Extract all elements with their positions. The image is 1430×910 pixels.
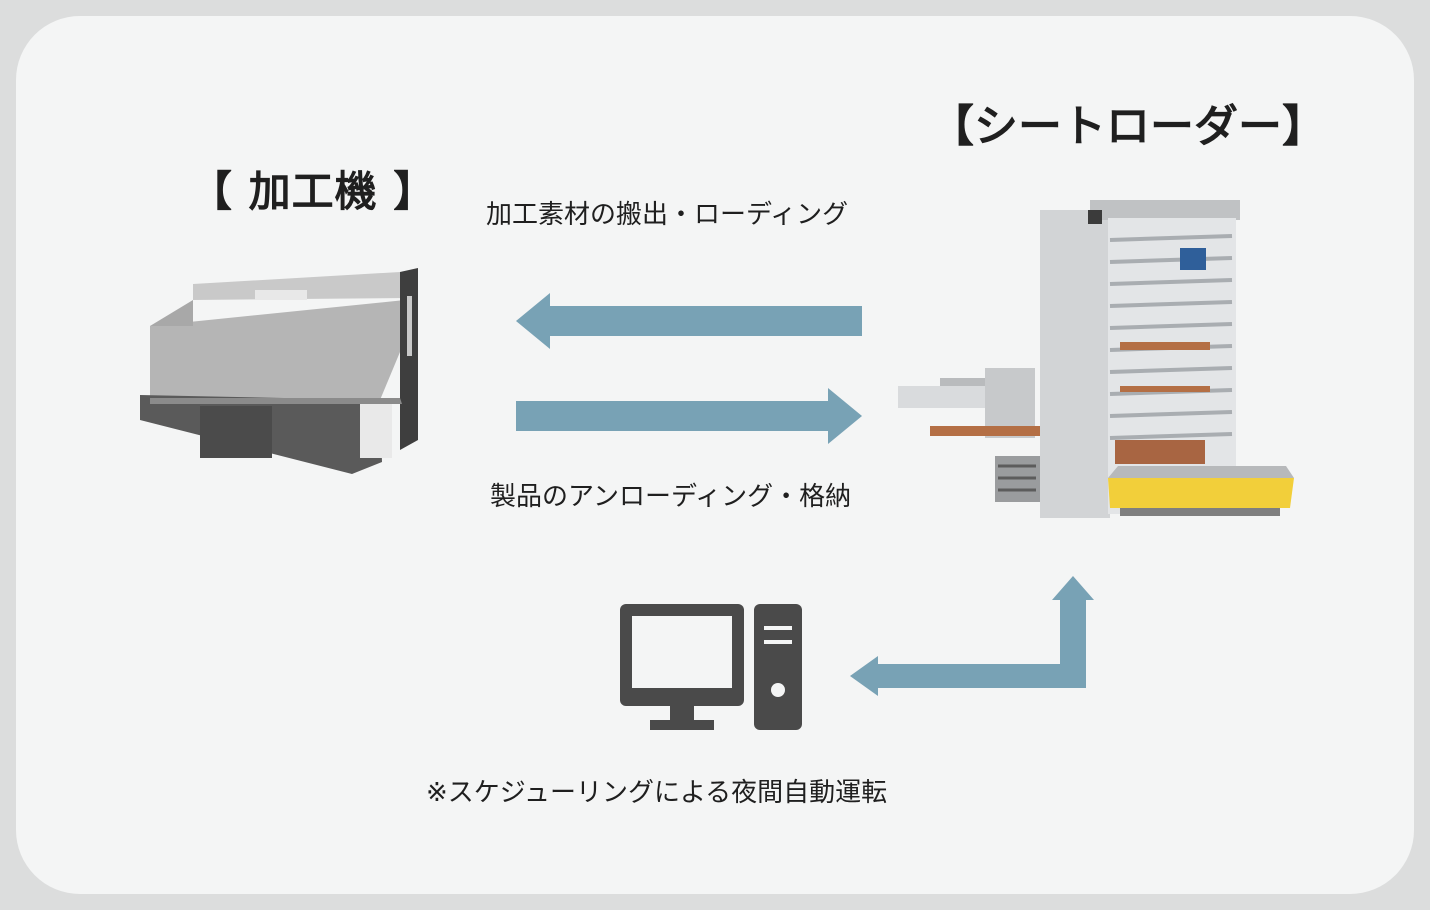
desktop-computer-icon <box>620 604 802 730</box>
arrow-unloading <box>516 388 862 444</box>
machine-label: 【 加工機 】 <box>190 167 437 216</box>
sheet-loader-tower-icon <box>898 200 1294 518</box>
night-operation-note: ※スケジューリングによる夜間自動運転 <box>426 778 888 808</box>
arrow-loading <box>516 293 862 349</box>
loading-caption: 加工素材の搬出・ローディング <box>486 200 849 230</box>
loader-label: 【シートローダー】 <box>930 101 1326 152</box>
unloading-caption: 製品のアンローディング・格納 <box>490 482 852 512</box>
processing-machine-icon <box>140 268 418 474</box>
arrow-control <box>850 576 1094 696</box>
